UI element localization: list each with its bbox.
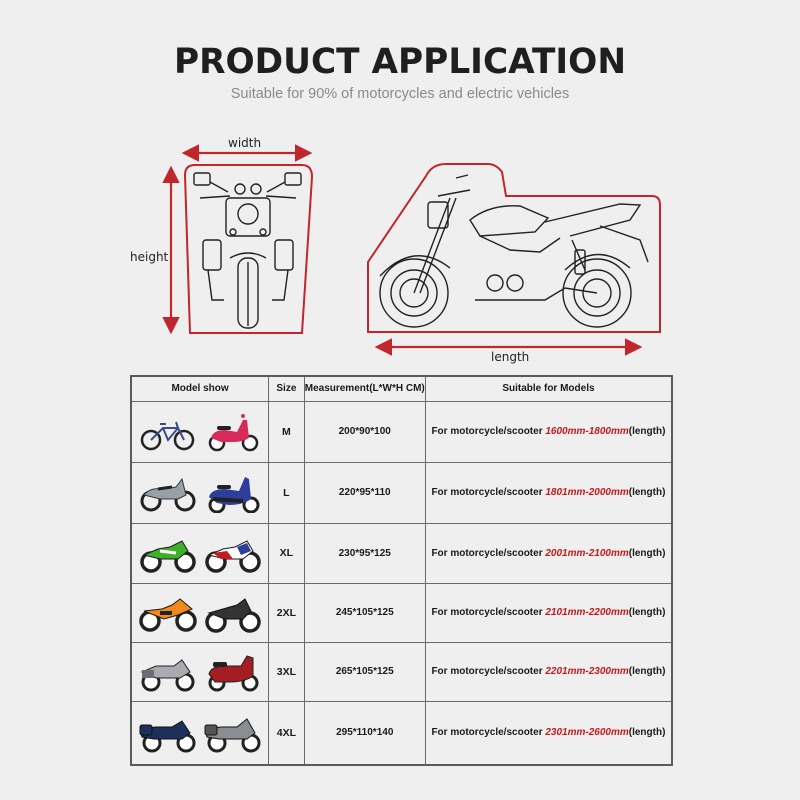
size-cell: XL bbox=[268, 522, 305, 584]
measurement-cell: 230*95*125 bbox=[303, 522, 426, 584]
suitable-prefix: For motorcycle/scooter bbox=[431, 426, 546, 437]
measurement-cell: 200*90*100 bbox=[303, 400, 426, 463]
bicycle-icon bbox=[140, 421, 194, 450]
model-show-cell bbox=[130, 400, 270, 463]
suitable-prefix: For motorcycle/scooter bbox=[431, 727, 546, 739]
suitable-models-cell: For motorcycle/scooter 2301mm-2600mm(len… bbox=[424, 700, 673, 766]
underbone-motorcycle-icon bbox=[140, 477, 196, 511]
black-naked-bike-icon bbox=[204, 597, 261, 633]
suitable-suffix: (length) bbox=[628, 607, 666, 618]
suitable-suffix: (length) bbox=[628, 426, 666, 437]
blue-cruiser-icon bbox=[138, 720, 196, 753]
orange-dirtbike-icon bbox=[138, 597, 197, 632]
length-range: 2101mm-2200mm bbox=[545, 607, 629, 618]
measurement-cell: 245*105*125 bbox=[303, 582, 426, 643]
size-cell: M bbox=[268, 400, 305, 463]
table-row: M 200*90*100 For motorcycle/scooter 1600… bbox=[130, 400, 673, 463]
blue-scooter-icon bbox=[208, 476, 260, 513]
green-sportbike-icon bbox=[139, 540, 196, 573]
table-row: L 220*95*110 For motorcycle/scooter 1801… bbox=[130, 461, 673, 524]
length-range: 1801mm-2000mm bbox=[545, 487, 629, 498]
red-sportbike-icon bbox=[204, 540, 261, 573]
measurement-cell: 220*95*110 bbox=[303, 461, 426, 524]
silver-touring-bike-icon bbox=[140, 658, 195, 691]
model-show-cell bbox=[130, 582, 270, 643]
size-cell: 2XL bbox=[268, 582, 305, 643]
length-range: 2201mm-2300mm bbox=[545, 666, 629, 677]
table-row: 3XL 265*105*125 For motorcycle/scooter 2… bbox=[130, 641, 673, 702]
model-show-cell bbox=[130, 641, 270, 702]
table-header-row: Model show Size Measurement(L*W*H CM) Su… bbox=[130, 375, 673, 402]
dimension-diagram bbox=[162, 144, 661, 356]
table-row: 4XL 295*110*140 For motorcycle/scooter 2… bbox=[130, 700, 673, 766]
size-cell: 3XL bbox=[268, 641, 305, 702]
table-row: XL 230*95*125 For motorcycle/scooter 200… bbox=[130, 522, 673, 584]
size-cell: L bbox=[268, 461, 305, 524]
length-label: length bbox=[491, 350, 530, 364]
header-measurement: Measurement(L*W*H CM) bbox=[303, 375, 426, 402]
suitable-prefix: For motorcycle/scooter bbox=[431, 547, 546, 559]
pink-scooter-icon bbox=[208, 413, 258, 451]
suitable-models-cell: For motorcycle/scooter 2201mm-2300mm(len… bbox=[424, 641, 673, 702]
model-show-cell bbox=[130, 522, 270, 584]
red-maxi-scooter-icon bbox=[208, 654, 259, 691]
size-table: Model show Size Measurement(L*W*H CM) Su… bbox=[130, 375, 673, 766]
page-subtitle: Suitable for 90% of motorcycles and elec… bbox=[230, 86, 570, 102]
suitable-models-cell: For motorcycle/scooter 1801mm-2000mm(len… bbox=[424, 461, 673, 524]
front-cover-outline bbox=[183, 164, 314, 334]
measurement-cell: 295*110*140 bbox=[303, 700, 426, 766]
suitable-suffix: (length) bbox=[628, 727, 666, 739]
motorcycle-side-icon bbox=[379, 174, 649, 328]
page-title: PRODUCT APPLICATION bbox=[173, 42, 627, 82]
model-show-cell bbox=[130, 461, 270, 524]
header-size: Size bbox=[268, 375, 305, 402]
measurement-cell: 265*105*125 bbox=[303, 641, 426, 702]
header-model-show: Model show bbox=[130, 375, 270, 402]
suitable-prefix: For motorcycle/scooter bbox=[431, 666, 546, 677]
suitable-prefix: For motorcycle/scooter bbox=[431, 487, 546, 498]
model-show-cell bbox=[130, 700, 270, 766]
width-label: width bbox=[228, 136, 262, 150]
suitable-suffix: (length) bbox=[628, 666, 666, 677]
table-row: 2XL 245*105*125 For motorcycle/scooter 2… bbox=[130, 582, 673, 643]
silver-tourer-icon bbox=[203, 717, 261, 753]
height-label: height bbox=[130, 250, 169, 264]
length-range: 2001mm-2100mm bbox=[545, 547, 629, 559]
length-range: 1600mm-1800mm bbox=[545, 426, 629, 437]
motorcycle-front-icon bbox=[193, 172, 302, 329]
side-cover-outline bbox=[367, 163, 661, 333]
size-cell: 4XL bbox=[268, 700, 305, 766]
suitable-models-cell: For motorcycle/scooter 2101mm-2200mm(len… bbox=[424, 582, 673, 643]
suitable-models-cell: For motorcycle/scooter 2001mm-2100mm(len… bbox=[424, 522, 673, 584]
suitable-models-cell: For motorcycle/scooter 1600mm-1800mm(len… bbox=[424, 400, 673, 463]
length-range: 2301mm-2600mm bbox=[545, 727, 629, 739]
suitable-suffix: (length) bbox=[628, 487, 666, 498]
header-suitable-models: Suitable for Models bbox=[424, 375, 673, 402]
suitable-suffix: (length) bbox=[628, 547, 666, 559]
suitable-prefix: For motorcycle/scooter bbox=[431, 607, 546, 618]
